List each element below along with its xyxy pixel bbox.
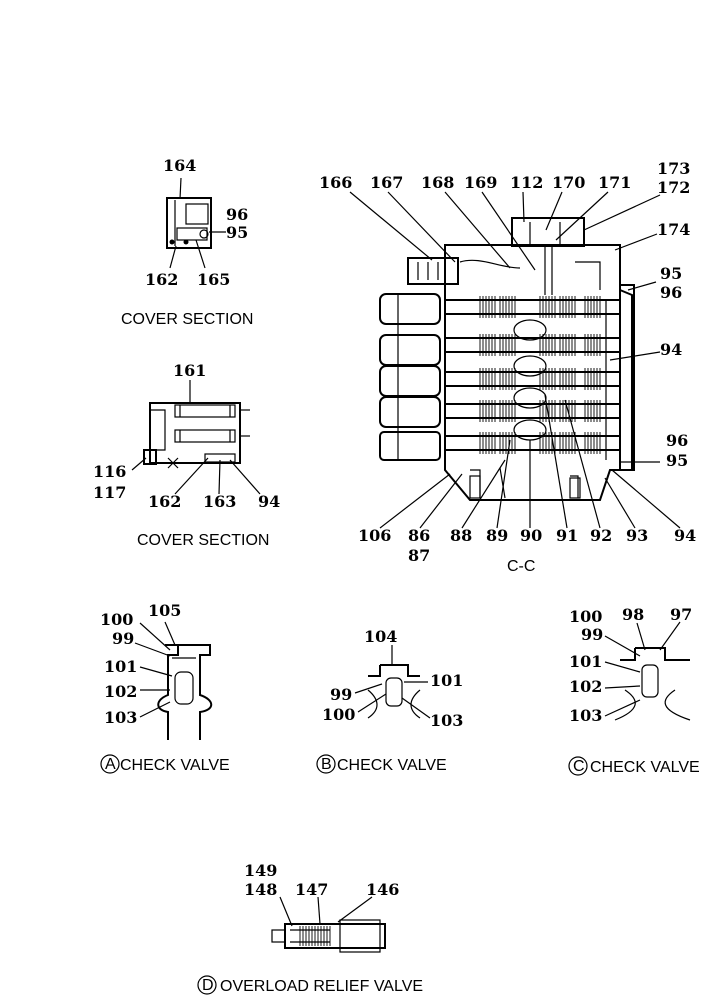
spool-rows — [444, 299, 621, 451]
callout-169: 169 — [464, 173, 497, 192]
spool-ribs — [479, 296, 601, 454]
callout-168: 168 — [421, 173, 454, 192]
callout-a-105: 105 — [148, 601, 181, 620]
callout-94b: 94 — [674, 526, 696, 545]
caption-cc: C-C — [507, 558, 535, 575]
callout-92: 92 — [590, 526, 612, 545]
callout-165: 165 — [197, 270, 230, 289]
callout-a-103: 103 — [104, 708, 137, 727]
letter-b: B — [321, 756, 332, 773]
callout-147: 147 — [295, 880, 328, 899]
callout-170: 170 — [552, 173, 585, 192]
callout-94: 94 — [258, 492, 280, 511]
letter-c: C — [573, 758, 585, 775]
callout-148: 148 — [244, 880, 277, 899]
callout-a-102: 102 — [104, 682, 137, 701]
callout-87: 87 — [408, 546, 430, 565]
callout-94a: 94 — [660, 340, 682, 359]
callout-93: 93 — [626, 526, 648, 545]
control-valve-section — [349, 191, 681, 529]
callout-106: 106 — [358, 526, 391, 545]
check-valve-a — [134, 621, 213, 740]
cover-section-1 — [166, 177, 226, 269]
caption-check-valve-a: CHECK VALVE — [120, 757, 230, 774]
callout-c-99: 99 — [581, 625, 603, 644]
check-valve-c — [604, 621, 691, 721]
callout-116: 116 — [93, 462, 126, 481]
callout-164: 164 — [163, 156, 196, 175]
letter-a: A — [105, 756, 116, 773]
callout-96a: 96 — [660, 283, 682, 302]
callout-161: 161 — [173, 361, 206, 380]
callout-162: 162 — [145, 270, 178, 289]
callout-95a: 95 — [660, 264, 682, 283]
callout-b-101: 101 — [430, 671, 463, 690]
callout-89: 89 — [486, 526, 508, 545]
callout-a-100: 100 — [100, 610, 133, 629]
callout-b-100: 100 — [322, 705, 355, 724]
callout-96b: 96 — [666, 431, 688, 450]
callout-146: 146 — [366, 880, 399, 899]
callout-167: 167 — [370, 173, 403, 192]
circle-d — [197, 975, 217, 995]
callout-a-101: 101 — [104, 657, 137, 676]
letter-d: D — [202, 977, 214, 994]
callout-174: 174 — [657, 220, 690, 239]
circle-b — [316, 754, 336, 774]
caption-cover-section-1: COVER SECTION — [121, 311, 253, 328]
callout-c-100: 100 — [569, 607, 602, 626]
callout-162b: 162 — [148, 492, 181, 511]
callout-112: 112 — [510, 173, 543, 192]
check-valve-b — [354, 645, 431, 719]
circle-a — [100, 754, 120, 774]
callout-95: 95 — [226, 223, 248, 242]
caption-check-valve-c: CHECK VALVE — [590, 759, 700, 776]
callout-91: 91 — [556, 526, 578, 545]
caption-check-valve-b: CHECK VALVE — [337, 757, 447, 774]
callout-166: 166 — [319, 173, 352, 192]
callout-90: 90 — [520, 526, 542, 545]
caption-cover-section-2: COVER SECTION — [137, 532, 269, 549]
callout-86: 86 — [408, 526, 430, 545]
callout-149: 149 — [244, 861, 277, 880]
callout-88: 88 — [450, 526, 472, 545]
callout-c-97: 97 — [670, 605, 692, 624]
callout-117: 117 — [93, 483, 126, 502]
callout-95b: 95 — [666, 451, 688, 470]
callout-c-102: 102 — [569, 677, 602, 696]
caption-overload-relief-valve: OVERLOAD RELIEF VALVE — [220, 978, 423, 995]
circle-c — [568, 756, 588, 776]
callout-173: 173 — [657, 159, 690, 178]
callout-b-99: 99 — [330, 685, 352, 704]
callout-163: 163 — [203, 492, 236, 511]
callout-b-104: 104 — [364, 627, 397, 646]
callout-172: 172 — [657, 178, 690, 197]
callout-a-99: 99 — [112, 629, 134, 648]
cover-section-2 — [131, 380, 261, 495]
overload-relief-valve — [271, 896, 386, 953]
callout-c-98: 98 — [622, 605, 644, 624]
callout-171: 171 — [598, 173, 631, 192]
callout-c-103: 103 — [569, 706, 602, 725]
callout-c-101: 101 — [569, 652, 602, 671]
callout-b-103: 103 — [430, 711, 463, 730]
callout-96: 96 — [226, 205, 248, 224]
